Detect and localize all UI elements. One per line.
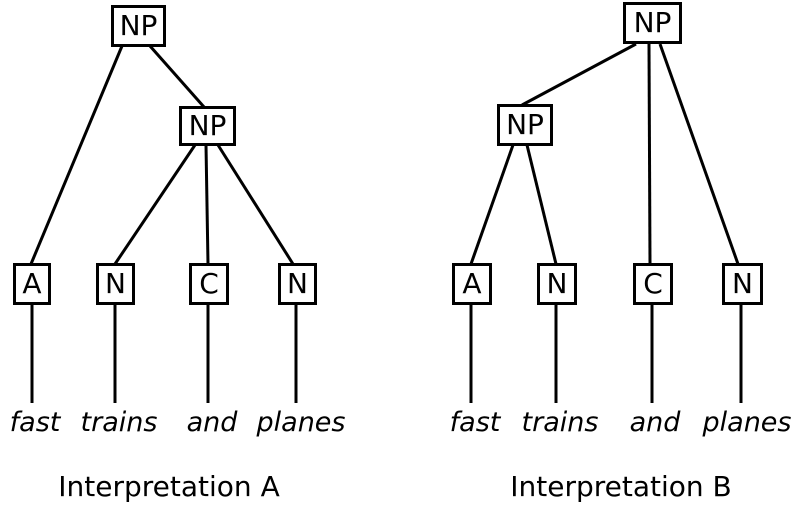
tree-b-adjective-node: A — [452, 263, 492, 305]
edge-b-root-to-inner-np — [521, 42, 637, 107]
tree-a-noun2-node: N — [278, 263, 317, 305]
edge-b-root-to-c — [647, 43, 652, 265]
tree-a-caption: Interpretation A — [58, 470, 280, 503]
edge-a-inner-to-n2 — [216, 144, 295, 265]
tree-a-np-inner-node: NP — [179, 106, 236, 146]
tree-b-noun1-node: N — [537, 263, 577, 305]
edge-a-root-to-inner-np — [148, 45, 206, 108]
edge-a-inner-to-n1 — [113, 144, 197, 265]
edge-b-inner-to-a — [469, 144, 515, 265]
edge-a-inner-to-c — [204, 144, 210, 265]
tree-b-np-inner-node: NP — [497, 104, 553, 146]
tree-b-np-root-node: NP — [623, 2, 682, 44]
tree-b-caption: Interpretation B — [510, 470, 732, 503]
tree-a-noun1-node: N — [96, 263, 135, 305]
tree-b-word-fast: fast — [449, 407, 501, 438]
tree-a-word-trains: trains — [80, 407, 158, 438]
tree-b-word-and: and — [629, 407, 681, 438]
tree-a-adjective-node: A — [13, 263, 51, 305]
edge-b-root-to-n2 — [658, 43, 740, 265]
tree-a-np-root-node: NP — [111, 5, 166, 47]
tree-b-conjunction-node: C — [633, 263, 673, 305]
tree-b-noun2-node: N — [722, 263, 763, 305]
tree-b-word-planes: planes — [702, 407, 792, 438]
tree-a-word-and: and — [186, 407, 238, 438]
tree-b-word-trains: trains — [521, 407, 599, 438]
tree-a-word-planes: planes — [256, 407, 346, 438]
edge-a-root-to-a — [29, 45, 124, 265]
edge-b-inner-to-n1 — [525, 144, 558, 265]
tree-a-conjunction-node: C — [189, 263, 229, 305]
tree-a-word-fast: fast — [9, 407, 61, 438]
